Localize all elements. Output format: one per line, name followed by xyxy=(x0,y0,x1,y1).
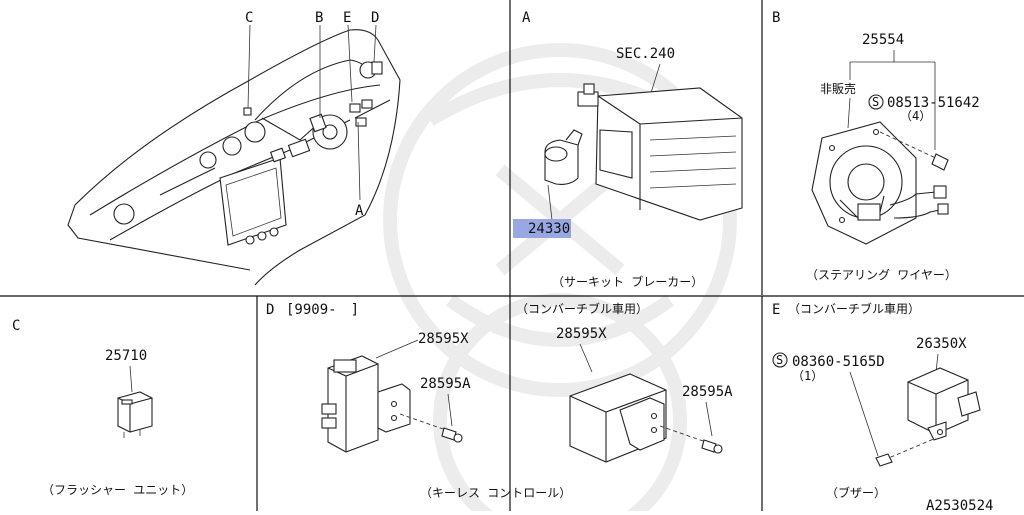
screw-symbol-icon-e xyxy=(772,352,788,368)
sec-reference: SEC.240 xyxy=(616,46,675,62)
buzzer-illustration xyxy=(907,367,981,441)
part-number-28595a-right[interactable]: 28595A xyxy=(682,384,733,400)
screw-number-b[interactable]: 08513-51642 xyxy=(887,95,980,111)
part-number-28595x-right[interactable]: 28595X xyxy=(556,326,607,342)
panel-d-caption: （キーレス コントロール） xyxy=(420,486,571,500)
clock-spring-illustration xyxy=(811,121,949,245)
part-number-25710[interactable]: 25710 xyxy=(105,348,147,364)
flasher-unit-illustration xyxy=(117,391,153,438)
part-number-28595x-left[interactable]: 28595X xyxy=(418,331,469,347)
panel-d-title: D xyxy=(266,302,274,318)
fuse-block-illustration xyxy=(577,83,743,221)
panel-c: C 25710 （フラッシャー ユニット） xyxy=(12,318,193,497)
callout-b[interactable]: B xyxy=(315,10,323,26)
part-number-28595a-left[interactable]: 28595A xyxy=(420,376,471,392)
panel-b-caption: （ステアリング ワイヤー） xyxy=(806,268,957,282)
screw-symbol-b: S xyxy=(872,95,879,109)
panel-d-convertible-note: （コンバーチブル車用） xyxy=(516,301,648,316)
panel-e-convertible-note: （コンバーチブル車用） xyxy=(788,301,920,316)
panel-c-title: C xyxy=(12,318,20,334)
callout-d[interactable]: D xyxy=(371,10,379,26)
panel-d-date-range: [9909- ] xyxy=(286,302,359,318)
figure-id: A2530524 xyxy=(926,498,993,511)
callout-a[interactable]: A xyxy=(355,203,364,219)
screw-number-e[interactable]: 08360-5165D xyxy=(792,354,885,370)
watermark-emblem xyxy=(383,43,737,515)
panel-c-caption: （フラッシャー ユニット） xyxy=(42,483,193,497)
panel-e: E （コンバーチブル車用） S 08360-5165D （1） 26350X （… xyxy=(772,301,981,500)
circuit-breaker-illustration xyxy=(544,129,583,185)
part-number-26350x[interactable]: 26350X xyxy=(916,336,967,352)
panel-e-caption: （ブザー） xyxy=(826,485,886,500)
part-number-25554[interactable]: 25554 xyxy=(862,32,904,48)
panel-b: B 25554 非販売 S 08513-51642 （4） （ステアリング ワイ… xyxy=(772,10,980,282)
screw-symbol-e: S xyxy=(776,353,783,367)
panel-b-title: B xyxy=(772,10,780,26)
panel-a-caption: （サーキット ブレーカー） xyxy=(552,274,703,289)
not-for-sale-label: 非販売 xyxy=(820,81,856,96)
screw-qty-e: （1） xyxy=(792,369,823,383)
keyless-unit-left-illustration xyxy=(321,355,411,453)
screw-symbol-icon xyxy=(868,94,884,110)
panel-a: A SEC.240 24330 （サーキット ブレーカー） xyxy=(513,10,743,289)
panel-a-title: A xyxy=(522,10,531,26)
callout-e[interactable]: E xyxy=(343,10,351,26)
panel-e-title: E xyxy=(772,302,780,318)
panel-d: D [9909- ] （コンバーチブル車用） 28595X 28595A 285… xyxy=(266,301,733,500)
callout-c[interactable]: C xyxy=(245,10,253,26)
part-number-24330[interactable]: 24330 xyxy=(528,221,570,237)
keyless-unit-right-illustration xyxy=(569,373,667,463)
part-highlight-24330 xyxy=(513,219,571,238)
dashboard-callouts: C B E D A xyxy=(245,10,379,219)
dashboard-illustration xyxy=(67,29,401,286)
screw-qty-b: （4） xyxy=(900,109,931,123)
